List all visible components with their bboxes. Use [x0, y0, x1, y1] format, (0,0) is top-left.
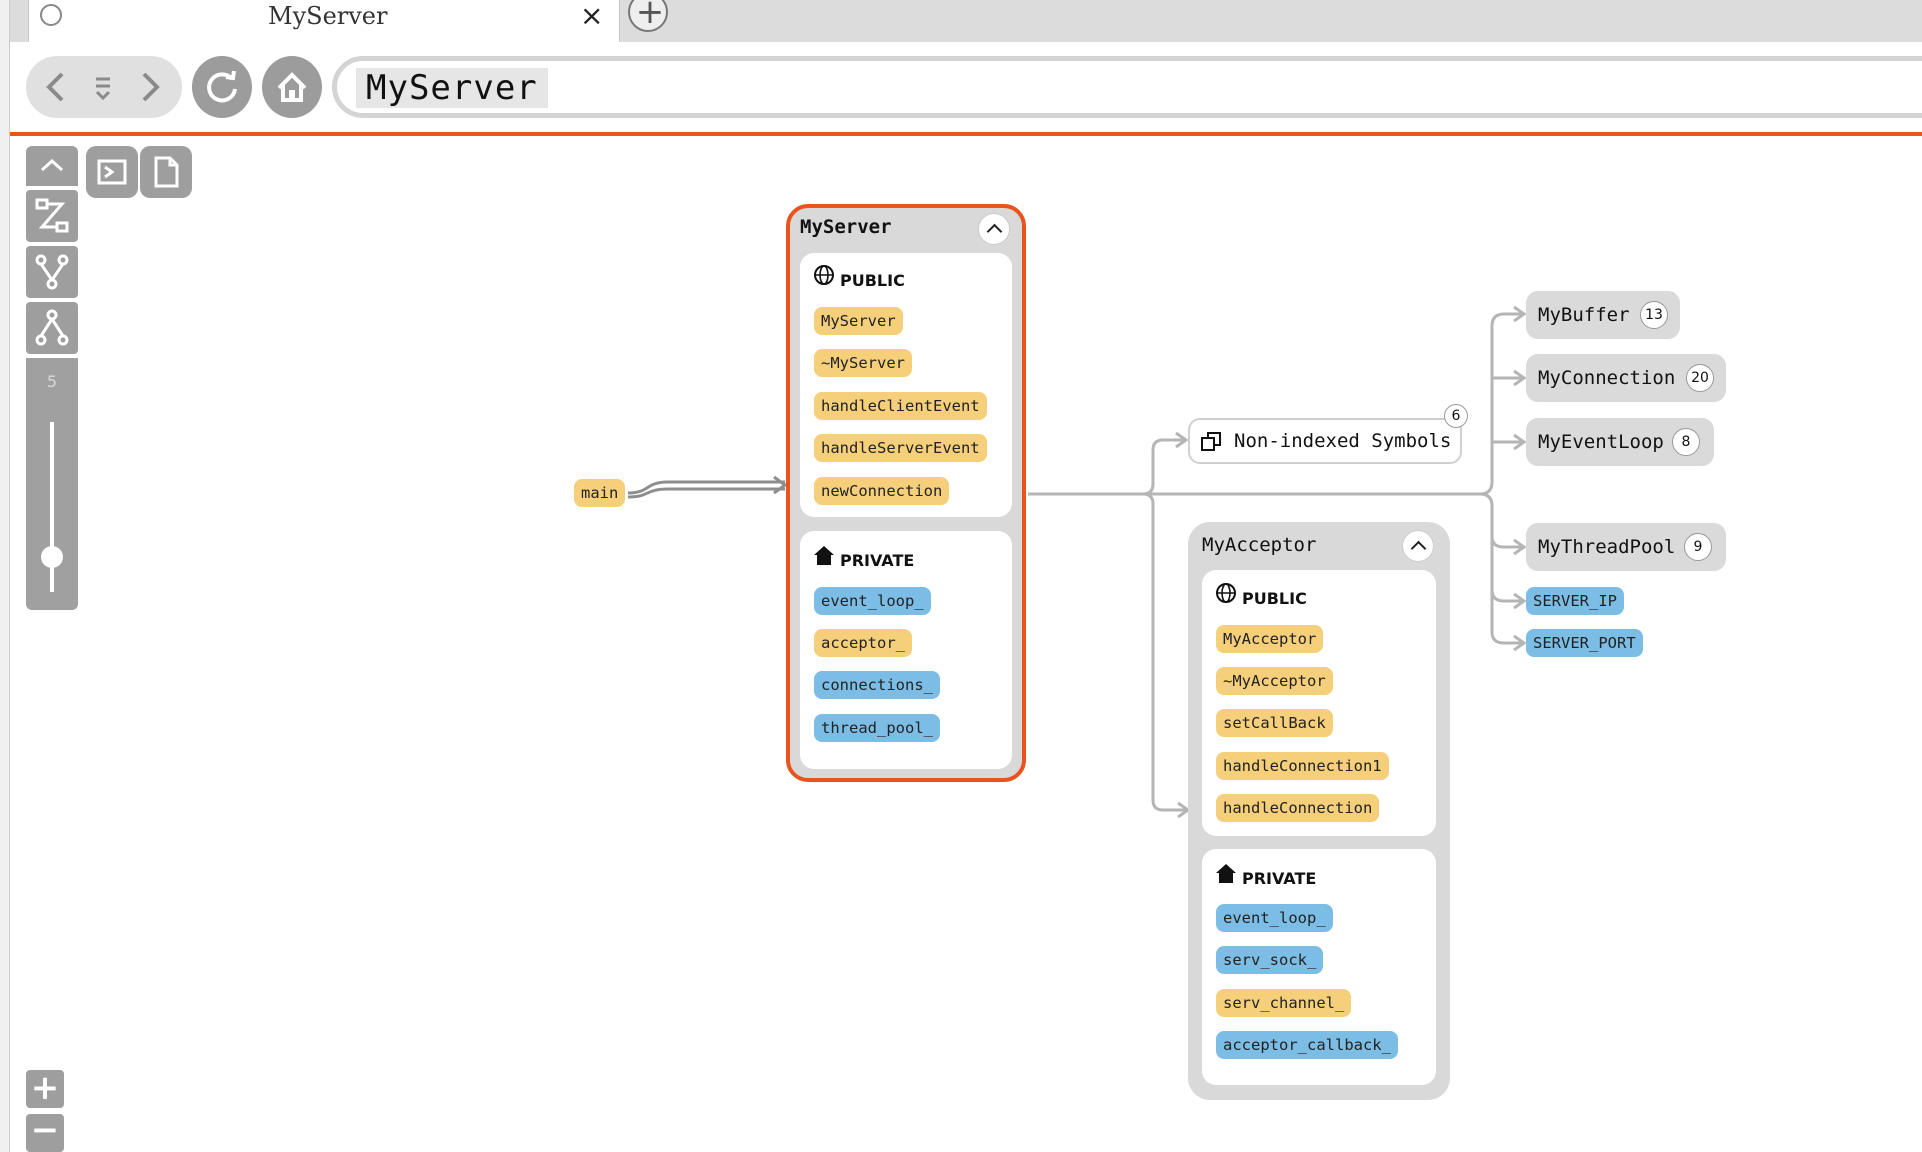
mybuffer-count-badge: 13	[1640, 301, 1668, 329]
back-button[interactable]	[36, 56, 76, 118]
myserver-collapse-button[interactable]	[978, 213, 1010, 245]
member-variable[interactable]: acceptor_	[814, 629, 912, 657]
accent-divider	[0, 132, 1922, 136]
myacceptor-collapse-button[interactable]	[1402, 530, 1434, 562]
zoom-out-button[interactable]: −	[26, 1113, 64, 1152]
reload-button[interactable]	[192, 56, 252, 118]
member-function[interactable]: ~MyAcceptor	[1216, 667, 1333, 695]
collapse-panel-button[interactable]	[26, 146, 78, 186]
myserver-private-label: PRIVATE	[840, 551, 915, 570]
member-function[interactable]: handleServerEvent	[814, 434, 987, 462]
member-variable[interactable]: event_loop_	[814, 587, 931, 615]
new-tab-button[interactable]: +	[628, 0, 668, 32]
address-bar[interactable]	[332, 56, 1922, 118]
depth-slider-track	[50, 422, 54, 592]
chevron-left-icon	[46, 72, 64, 102]
globe-icon	[814, 265, 834, 285]
myconnection-count-badge: 20	[1686, 364, 1714, 392]
dependency-tool-button[interactable]	[26, 246, 78, 298]
document-button[interactable]	[140, 146, 192, 198]
myeventloop-count-badge: 8	[1672, 428, 1700, 456]
member-function[interactable]: MyServer	[814, 307, 903, 335]
member-variable[interactable]: thread_pool_	[814, 714, 940, 742]
non-indexed-count-badge: 6	[1444, 404, 1468, 428]
member-function[interactable]: ~MyServer	[814, 349, 912, 377]
terminal-button[interactable]	[86, 146, 138, 198]
main-function-node[interactable]: main	[574, 479, 626, 507]
chevron-right-icon	[142, 72, 160, 102]
member-variable[interactable]: serv_channel_	[1216, 989, 1352, 1017]
member-variable[interactable]: serv_sock_	[1216, 946, 1324, 974]
branch-icon	[35, 254, 69, 290]
myacceptor-public-section	[1202, 570, 1436, 836]
home-icon	[814, 546, 834, 565]
server-port-variable-node[interactable]: SERVER_PORT	[1526, 629, 1643, 657]
myserver-title: MyServer	[800, 216, 892, 238]
window-left-edge	[0, 0, 10, 1152]
terminal-icon	[97, 159, 127, 185]
depth-slider-handle[interactable]	[41, 546, 63, 568]
plus-icon: +	[635, 0, 665, 32]
browser-tab[interactable]	[28, 0, 620, 44]
depth-value: 5	[46, 372, 58, 391]
mybuffer-class-node[interactable]: MyBuffer	[1526, 291, 1680, 339]
member-function[interactable]: handleConnection	[1216, 794, 1380, 822]
document-icon	[154, 156, 179, 188]
home-icon	[1216, 864, 1236, 883]
hierarchy-icon	[35, 309, 69, 346]
member-function[interactable]: setCallBack	[1216, 709, 1333, 737]
layout-tool-button[interactable]	[26, 190, 78, 242]
history-button[interactable]	[88, 56, 118, 118]
tab-favicon-icon	[40, 4, 62, 26]
myserver-public-label: PUBLIC	[840, 271, 905, 290]
member-function[interactable]: newConnection	[814, 477, 950, 505]
myacceptor-title: MyAcceptor	[1202, 534, 1317, 556]
tab-close-icon[interactable]: ×	[580, 0, 604, 32]
history-list-icon	[95, 77, 111, 101]
tab-title: MyServer	[268, 2, 388, 30]
mythreadpool-count-badge: 9	[1684, 533, 1712, 561]
non-indexed-symbols-node[interactable]: Non-indexed Symbols	[1188, 418, 1462, 464]
globe-icon	[1216, 583, 1236, 603]
home-button[interactable]	[262, 56, 322, 118]
address-text[interactable]: MyServer	[356, 68, 548, 108]
member-function[interactable]: MyAcceptor	[1216, 625, 1324, 653]
zoom-in-button[interactable]: +	[26, 1070, 64, 1108]
myserver-public-section	[800, 253, 1012, 517]
copy-icon	[1201, 432, 1221, 451]
home-icon	[277, 72, 307, 102]
hierarchy-tool-button[interactable]	[26, 302, 78, 354]
member-function[interactable]: handleClientEvent	[814, 392, 987, 420]
member-variable[interactable]: connections_	[814, 671, 940, 699]
server-ip-variable-node[interactable]: SERVER_IP	[1526, 587, 1624, 615]
myacceptor-public-label: PUBLIC	[1242, 589, 1307, 608]
member-variable[interactable]: acceptor_callback_	[1216, 1031, 1398, 1059]
member-function[interactable]: handleConnection1	[1216, 752, 1389, 780]
reload-icon	[207, 70, 237, 103]
chevron-up-icon	[40, 158, 64, 172]
graph-layout-icon	[35, 198, 69, 233]
forward-button[interactable]	[130, 56, 170, 118]
member-variable[interactable]: event_loop_	[1216, 904, 1333, 932]
myacceptor-private-label: PRIVATE	[1242, 869, 1317, 888]
